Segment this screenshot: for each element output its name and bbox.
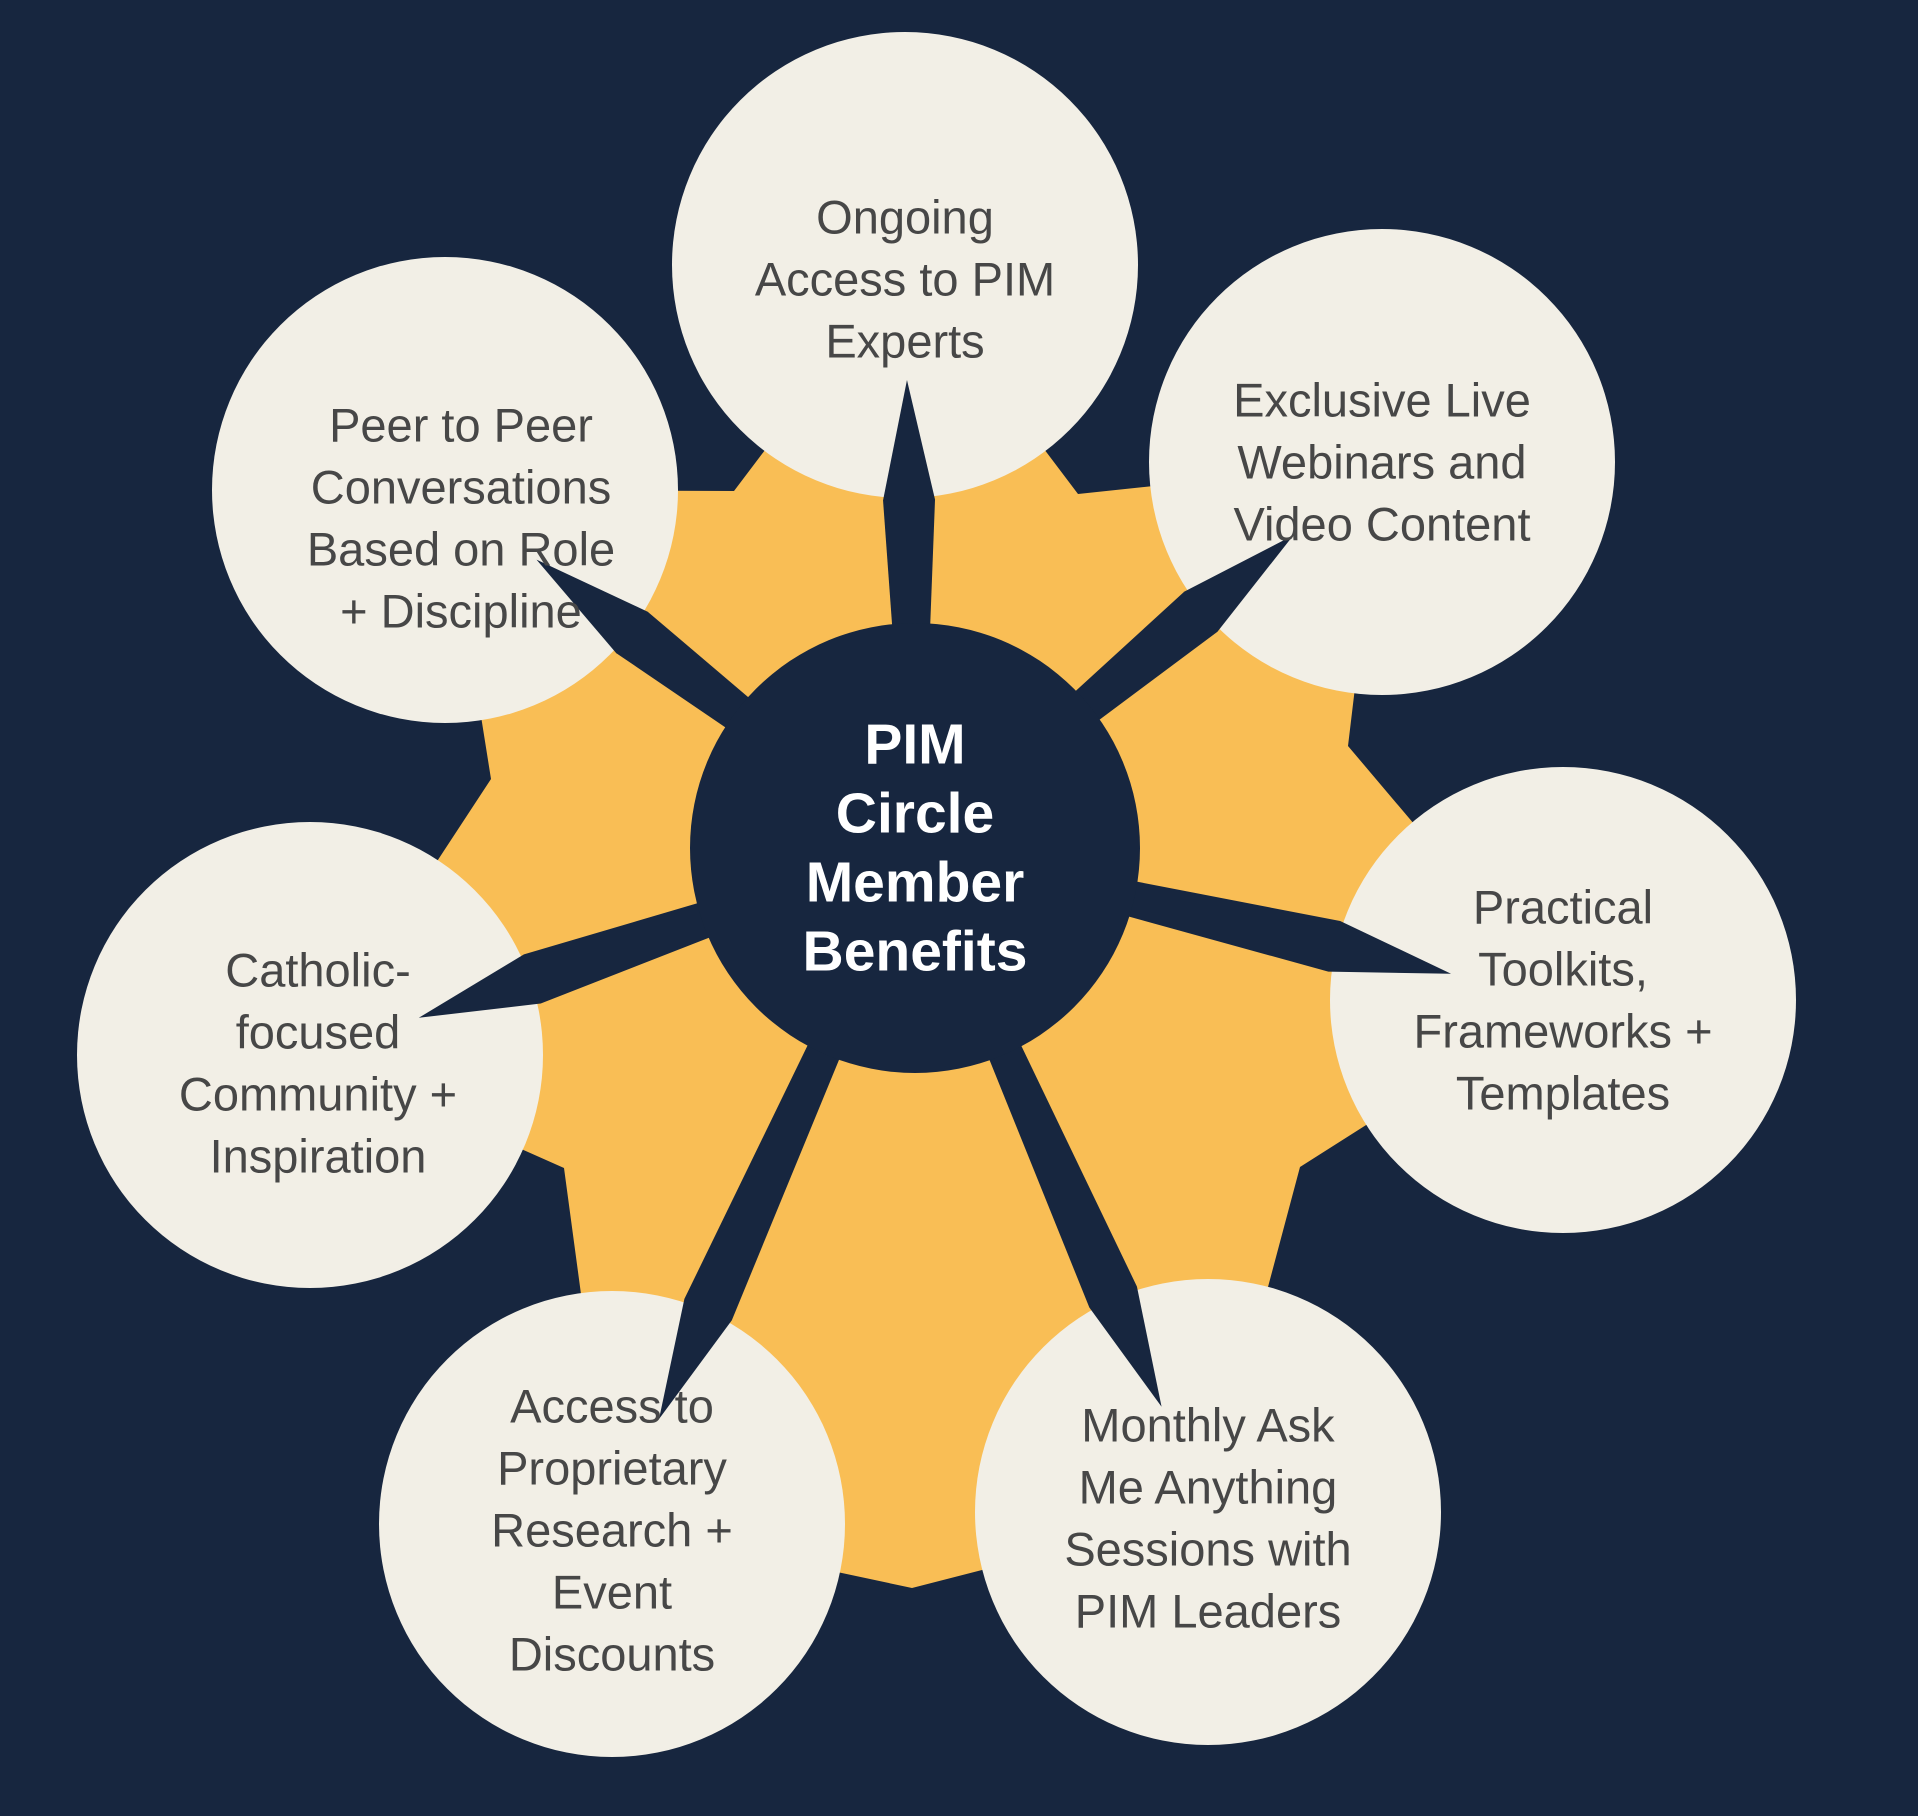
label-line: Conversations [311, 461, 611, 514]
label-line: Access to PIM [755, 253, 1055, 306]
spoke-line-practical-toolkits [1057, 867, 1452, 974]
label-line: Inspiration [210, 1130, 427, 1183]
spoke-line-proprietary-research-discounts [659, 978, 868, 1420]
label-line: Community + [179, 1068, 457, 1121]
label-line: Toolkits, [1478, 943, 1648, 996]
label-line: PIM [864, 713, 965, 777]
label-line: Templates [1456, 1067, 1670, 1120]
label-line: Event [552, 1566, 672, 1619]
label-line: Circle [836, 782, 994, 846]
benefit-circle-ongoing-access-to-pim-experts [672, 32, 1138, 498]
label-line: Member [806, 851, 1025, 915]
label-line: Webinars and [1237, 436, 1526, 489]
label-line: Frameworks + [1413, 1005, 1712, 1058]
label-line: Access to [510, 1380, 714, 1433]
label-line: Peer to Peer [329, 399, 593, 452]
label-line: Benefits [803, 920, 1028, 984]
benefit-circles [77, 32, 1796, 1757]
spoke-line-catholic-focused-community [418, 882, 778, 1018]
center-circle [690, 623, 1140, 1073]
label-line: Practical [1473, 881, 1653, 934]
label-line: Sessions with [1064, 1523, 1351, 1576]
label-line: Video Content [1233, 498, 1530, 551]
benefit-circle-monthly-ask-me-anything [975, 1279, 1441, 1745]
label-line: Experts [825, 315, 984, 368]
spoke-line-monthly-ask-me-anything [961, 979, 1162, 1407]
benefit-circle-catholic-focused-community [77, 822, 543, 1288]
label-line: Exclusive Live [1233, 374, 1531, 427]
spoke-lines [418, 379, 1452, 1420]
benefit-circle-proprietary-research-discounts [379, 1291, 845, 1757]
label-line: Based on Role [307, 523, 615, 576]
label-line: Proprietary [497, 1442, 727, 1495]
spoke-line-ongoing-access-to-pim-experts [883, 379, 936, 699]
label-line: focused [236, 1006, 401, 1059]
benefit-circle-practical-toolkits [1330, 767, 1796, 1233]
label-line: Ongoing [816, 191, 994, 244]
benefit-circle-peer-to-peer-conversations [212, 257, 678, 723]
label-line: Me Anything [1079, 1461, 1338, 1514]
label-line: Research + [491, 1504, 733, 1557]
label-line: Discounts [509, 1628, 715, 1681]
label-line: Catholic- [225, 944, 410, 997]
label-line: PIM Leaders [1075, 1585, 1341, 1638]
label-line: + Discipline [340, 585, 582, 638]
benefit-circle-exclusive-live-webinars [1149, 229, 1615, 695]
label-line: Monthly Ask [1081, 1399, 1335, 1452]
